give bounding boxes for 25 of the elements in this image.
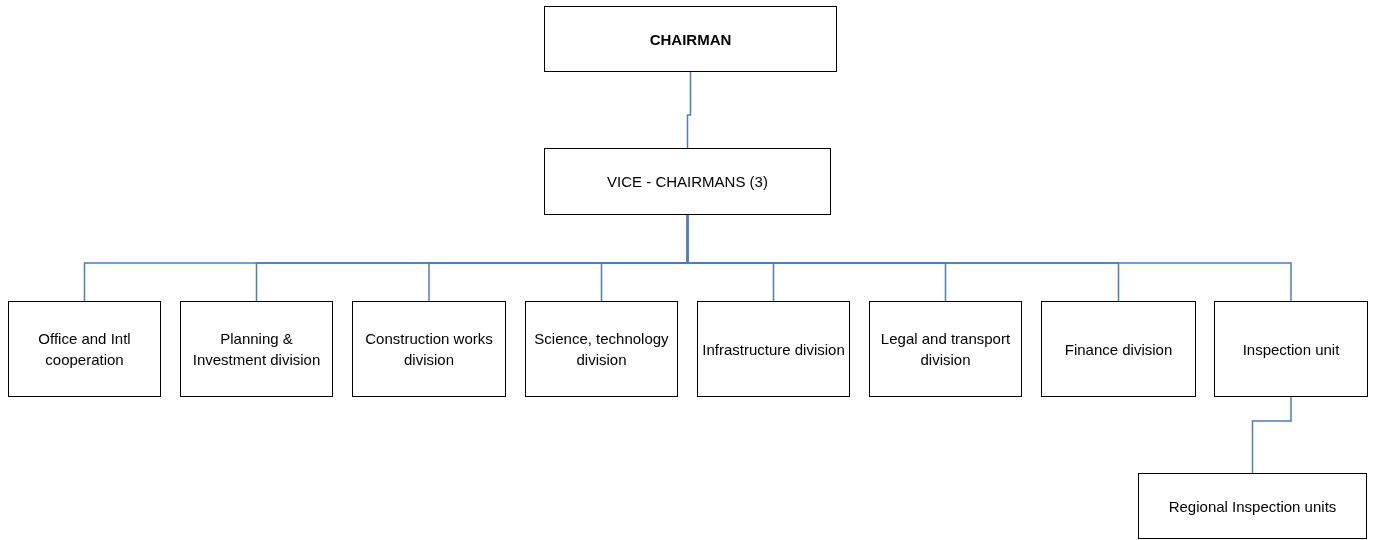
unit-name: Construction works division bbox=[364, 329, 494, 370]
org-box bbox=[1214, 301, 1368, 397]
connector-line bbox=[1251, 396, 1292, 474]
unit-name: Regional Inspection units bbox=[1168, 496, 1337, 517]
org-box bbox=[525, 301, 678, 397]
org-box bbox=[1138, 473, 1367, 539]
unit-name: Science, technology division bbox=[533, 329, 670, 370]
unit-name: Legal and transport division bbox=[879, 329, 1012, 370]
org-box bbox=[1041, 301, 1196, 397]
org-box bbox=[8, 301, 161, 397]
connector-line bbox=[686, 71, 692, 149]
unit-name: Planning & Investment division bbox=[191, 329, 322, 370]
org-box bbox=[869, 301, 1022, 397]
unit-name: CHAIRMAN bbox=[649, 29, 732, 50]
unit-name: Infrastructure division bbox=[702, 339, 845, 360]
unit-name: Inspection unit bbox=[1242, 339, 1340, 360]
connector-line bbox=[686, 214, 1292, 302]
org-box bbox=[544, 148, 831, 215]
org-box bbox=[697, 301, 850, 397]
org-box bbox=[544, 6, 837, 72]
unit-name: VICE - CHAIRMANS (3) bbox=[607, 172, 768, 192]
org-box bbox=[180, 301, 333, 397]
unit-name: Office and Intl cooperation bbox=[37, 329, 132, 370]
org-box bbox=[352, 301, 506, 397]
unit-name: Finance division bbox=[1064, 339, 1173, 360]
